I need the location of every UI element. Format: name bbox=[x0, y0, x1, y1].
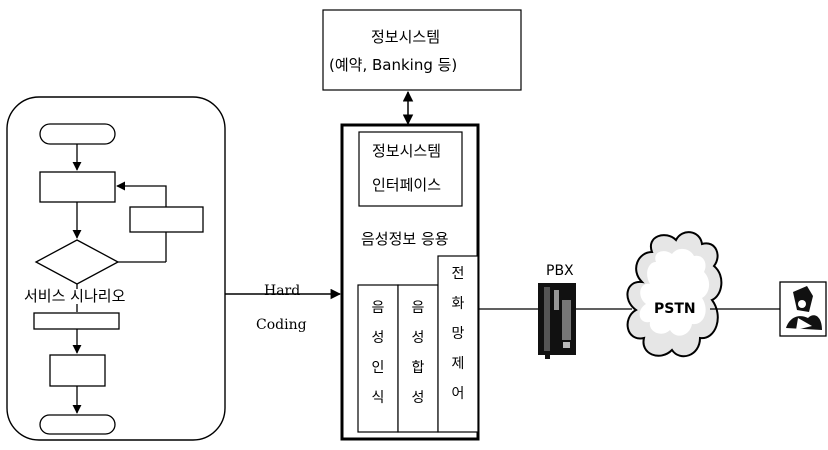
hard-coding-label-2: Coding bbox=[256, 318, 307, 332]
col-synthesis-char: 성 bbox=[398, 331, 438, 361]
col-recognition-text: 음 성 인 식 bbox=[358, 301, 398, 421]
scenario-label: 서비스 시나리오 bbox=[22, 289, 127, 304]
col-network-char: 어 bbox=[438, 387, 478, 417]
col-network-char: 망 bbox=[438, 327, 478, 357]
col-recognition-char: 인 bbox=[358, 361, 398, 391]
info-system-subtitle: (예약, Banking 등) bbox=[329, 58, 457, 73]
flow-side-box bbox=[130, 207, 203, 232]
col-synthesis-char: 음 bbox=[398, 301, 438, 331]
col-recognition-char: 성 bbox=[358, 331, 398, 361]
hard-coding-label-1: Hard bbox=[264, 284, 300, 298]
interface-label-1: 정보시스템 bbox=[372, 144, 441, 159]
pbx-label: PBX bbox=[546, 264, 574, 278]
col-synthesis-char: 합 bbox=[398, 361, 438, 391]
col-network-char: 제 bbox=[438, 357, 478, 387]
col-recognition-char: 식 bbox=[358, 391, 398, 421]
col-synthesis-char: 성 bbox=[398, 391, 438, 421]
col-network-char: 전 bbox=[438, 267, 478, 297]
flow-end-terminal bbox=[40, 415, 115, 434]
caller-person-icon bbox=[780, 282, 826, 336]
pstn-label: PSTN bbox=[654, 302, 696, 316]
scenario-container bbox=[7, 97, 225, 440]
col-synthesis-text: 음 성 합 성 bbox=[398, 301, 438, 421]
col-recognition-char: 음 bbox=[358, 301, 398, 331]
interface-label-2: 인터페이스 bbox=[372, 178, 441, 193]
flow-process-box bbox=[40, 172, 115, 202]
pstn-cloud-icon bbox=[627, 232, 721, 356]
flow-start-terminal bbox=[40, 124, 115, 144]
col-network-char: 화 bbox=[438, 297, 478, 327]
app-label: 음성정보 응용 bbox=[361, 232, 449, 247]
flow-process-box-2 bbox=[50, 355, 105, 386]
flow-bar-box bbox=[34, 313, 119, 329]
info-system-box bbox=[323, 10, 521, 90]
col-network-text: 전 화 망 제 어 bbox=[438, 267, 478, 417]
info-system-title: 정보시스템 bbox=[371, 30, 440, 45]
pbx-device-icon bbox=[538, 283, 576, 359]
